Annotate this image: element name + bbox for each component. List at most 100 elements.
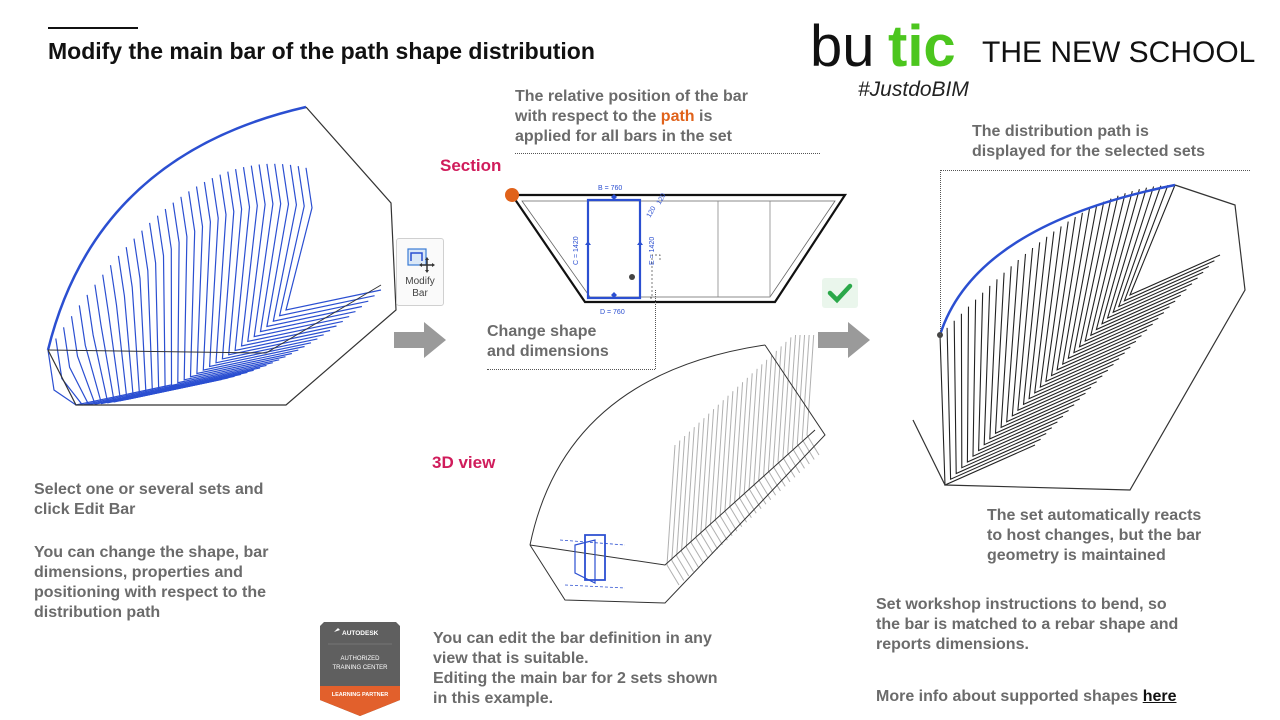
rebar-line xyxy=(1106,187,1198,319)
arrow-right-icon-2 xyxy=(818,322,870,358)
rebar-line xyxy=(1095,190,1187,331)
rebar-line xyxy=(960,313,1053,469)
section-label: Section xyxy=(440,156,502,175)
more-info-text: More info about supported shapes xyxy=(876,688,1143,705)
dim-e: E = 1420 xyxy=(649,237,656,265)
here-link[interactable]: here xyxy=(1142,688,1177,705)
modify-bar-button[interactable]: Modify Bar xyxy=(396,238,444,306)
rebar-line xyxy=(1101,189,1193,325)
page-title: Modify the main bar of the path shape di… xyxy=(48,38,595,64)
change-shape-line1: Change shape xyxy=(487,323,597,340)
rebar-line xyxy=(1078,198,1170,348)
rebar-line xyxy=(972,299,1064,458)
change-line3: positioning with respect to the xyxy=(34,584,266,601)
badge-brand: AUTODESK xyxy=(342,630,379,637)
edit-line4: in this example. xyxy=(433,690,554,707)
rebar-line xyxy=(753,364,767,505)
rebar-line xyxy=(695,418,709,559)
note-dotted-line xyxy=(515,153,820,154)
badge-partner: LEARNING PARTNER xyxy=(332,692,388,698)
modify-bar-label-1: Modify xyxy=(405,276,435,287)
rebar-line xyxy=(278,166,375,317)
dim-r2: 120 xyxy=(646,205,658,219)
rebar-line xyxy=(1067,204,1159,360)
rebar-line xyxy=(978,292,1069,452)
rebar-line xyxy=(946,327,1041,481)
rebar-line xyxy=(1028,236,1120,400)
logo-bu: bu xyxy=(810,14,875,74)
rebar-line xyxy=(149,222,254,392)
rebar-line xyxy=(791,335,805,469)
rebar-line xyxy=(1011,253,1103,417)
rebar-line xyxy=(266,164,363,328)
rebar-line xyxy=(188,191,286,378)
rebar-line xyxy=(1045,221,1137,383)
dim-b: B = 760 xyxy=(598,185,622,192)
rebar-line xyxy=(180,196,280,381)
logo-tic: tic xyxy=(888,14,956,74)
rebar-line xyxy=(680,431,694,572)
change-line4: distribution path xyxy=(34,604,161,621)
rebar-line xyxy=(55,338,178,406)
hashtag: #JustdoBIM xyxy=(858,78,969,101)
rebar-line xyxy=(1022,242,1114,406)
3d-view-label: 3D view xyxy=(432,453,496,472)
rebar-line xyxy=(272,164,369,322)
badge-line1: AUTHORIZED xyxy=(341,656,381,662)
right-dotted-vline xyxy=(940,170,941,335)
rebar-line xyxy=(47,349,172,406)
change-dotted-vline xyxy=(655,290,656,369)
left-rebar-3d xyxy=(46,105,397,406)
rebar-line xyxy=(221,171,318,360)
path-note-line2: with respect to the path is xyxy=(515,107,825,127)
rebar-line xyxy=(259,163,356,333)
rebar-line xyxy=(63,327,184,406)
rebar-line xyxy=(671,440,685,581)
path-note-line1: The relative position of the bar xyxy=(515,88,748,105)
rebar-line xyxy=(164,208,267,387)
rebar-line xyxy=(1000,266,1092,429)
rebar-line xyxy=(156,215,261,389)
rebar-line xyxy=(228,169,324,356)
change-line2: dimensions, properties and xyxy=(34,564,243,581)
dim-r1: 120 xyxy=(656,192,668,206)
rebar-line xyxy=(240,165,337,347)
rebar-line xyxy=(1056,212,1148,371)
workshop-line1: Set workshop instructions to bend, so xyxy=(876,596,1167,613)
middle-3d-view xyxy=(529,335,826,604)
edit-note: You can edit the bar definition in any v… xyxy=(433,629,717,709)
rebar-line xyxy=(195,186,293,375)
rebar-line xyxy=(1090,193,1182,337)
rebar-line xyxy=(1117,185,1210,308)
change-dotted-line xyxy=(487,369,655,370)
path-word: path xyxy=(660,108,695,125)
workshop-line2: the bar is matched to a rebar shape and xyxy=(876,616,1179,633)
dim-d: D = 760 xyxy=(600,309,625,316)
rebar-line xyxy=(758,359,772,501)
rebar-line xyxy=(1073,201,1165,354)
distribution-path-note: The distribution path is displayed for t… xyxy=(972,122,1205,162)
section-drawing: B = 760 D = 760 C = 1420 E = 1420 120 12… xyxy=(505,185,848,316)
rebar-line xyxy=(1017,247,1109,412)
path-note-line3: applied for all bars in the set xyxy=(515,128,732,145)
rebar-line xyxy=(1061,208,1153,366)
rebar-line xyxy=(141,230,248,394)
rebar-line xyxy=(676,435,690,577)
select-line1: Select one or several sets and xyxy=(34,481,264,498)
butic-logo: bu tic THE NEW SCHOOL xyxy=(810,14,1255,74)
rebar-line xyxy=(234,167,331,352)
change-line1: You can change the shape, bar xyxy=(34,544,269,561)
rebar-line xyxy=(767,350,781,492)
rebar-line xyxy=(763,355,777,496)
change-shape-note: Change shape and dimensions xyxy=(487,322,609,362)
rebar-line xyxy=(806,335,820,456)
rebar-line xyxy=(247,164,343,343)
path-note: The relative position of the bar with re… xyxy=(515,87,825,147)
title-rule xyxy=(48,27,138,29)
rebar-line xyxy=(953,320,1047,475)
dim-c: C = 1420 xyxy=(573,236,580,265)
change-shape-line2: and dimensions xyxy=(487,343,609,360)
auto-line1: The set automatically reacts xyxy=(987,507,1202,524)
rebar-line xyxy=(202,181,299,371)
path-note-suffix: is xyxy=(694,108,713,125)
